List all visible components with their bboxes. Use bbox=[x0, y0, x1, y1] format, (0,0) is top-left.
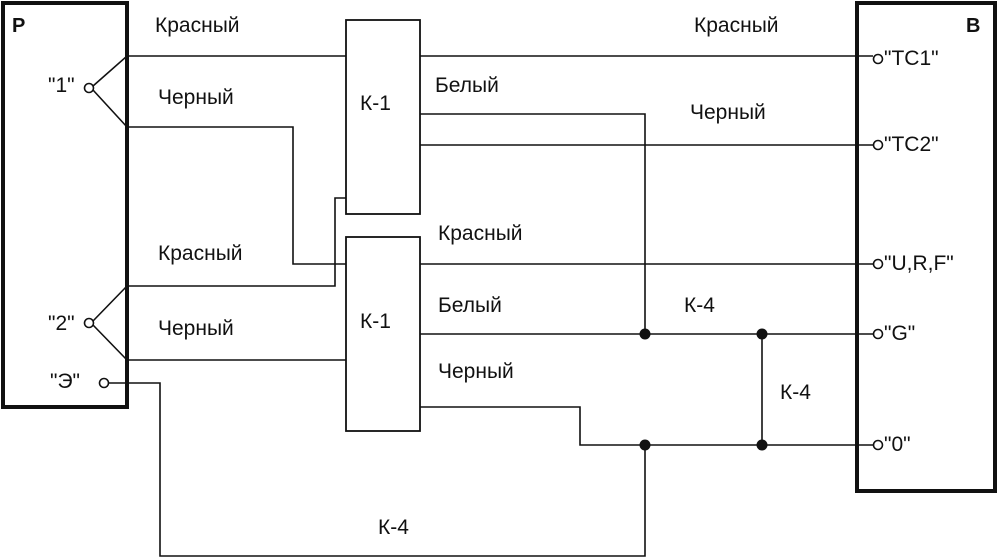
label-black-bottom-relay: Черный bbox=[438, 360, 514, 383]
relay-k1-top-label: К-1 bbox=[360, 92, 391, 115]
junction-0-left bbox=[639, 439, 651, 451]
terminal-urf-label: "U,R,F" bbox=[884, 252, 954, 275]
label-black-2: Черный bbox=[158, 317, 234, 340]
terminal-1-label: "1" bbox=[48, 74, 75, 97]
block-v-title: В bbox=[966, 15, 980, 37]
label-white-top: Белый bbox=[435, 74, 499, 97]
terminal-g-label: "G" bbox=[884, 322, 915, 345]
relay-k1-top bbox=[345, 19, 421, 215]
wire-white-top bbox=[420, 113, 646, 334]
junction-g-right bbox=[756, 328, 768, 340]
junction-0-right bbox=[756, 439, 768, 451]
terminal-tc2-label: "TC2" bbox=[884, 133, 939, 156]
label-k4-vertical: К-4 bbox=[780, 381, 811, 404]
terminal-tc1 bbox=[872, 53, 884, 65]
label-k4-bottom: К-4 bbox=[378, 516, 409, 539]
label-white-bottom-relay: Белый bbox=[438, 294, 502, 317]
label-red-1: Красный bbox=[155, 14, 240, 37]
terminal-e-label: "Э" bbox=[50, 370, 80, 393]
label-red-2: Красный bbox=[158, 242, 243, 265]
label-black-1: Черный bbox=[158, 86, 234, 109]
terminal-0 bbox=[872, 439, 884, 451]
relay-k1-bottom-label: К-1 bbox=[360, 310, 391, 333]
terminal-tc1-label: "TC1" bbox=[884, 47, 939, 70]
relay-k1-bottom bbox=[345, 236, 421, 432]
label-red-out-top: Красный bbox=[694, 14, 779, 37]
block-v bbox=[855, 1, 997, 493]
wire-red-2 bbox=[92, 197, 346, 322]
wire-black-0 bbox=[420, 406, 873, 446]
terminal-0-label: "0" bbox=[884, 433, 911, 456]
terminal-g bbox=[872, 328, 884, 340]
terminal-1 bbox=[83, 82, 95, 94]
block-r-title: Р bbox=[12, 15, 25, 37]
label-red-bottom-relay: Красный bbox=[438, 222, 523, 245]
junction-g-left bbox=[639, 328, 651, 340]
terminal-2 bbox=[83, 317, 95, 329]
wire-red-1 bbox=[92, 55, 346, 87]
wire-e-k4 bbox=[108, 382, 646, 557]
wire-black-1 bbox=[92, 89, 346, 265]
label-k4-g: К-4 bbox=[684, 294, 715, 317]
terminal-2-label: "2" bbox=[48, 312, 75, 335]
label-black-out-top: Черный bbox=[690, 101, 766, 124]
wire-black-2 bbox=[92, 324, 346, 361]
terminal-e bbox=[98, 377, 110, 389]
terminal-urf bbox=[872, 258, 884, 270]
block-r bbox=[1, 1, 129, 409]
terminal-tc2 bbox=[872, 139, 884, 151]
